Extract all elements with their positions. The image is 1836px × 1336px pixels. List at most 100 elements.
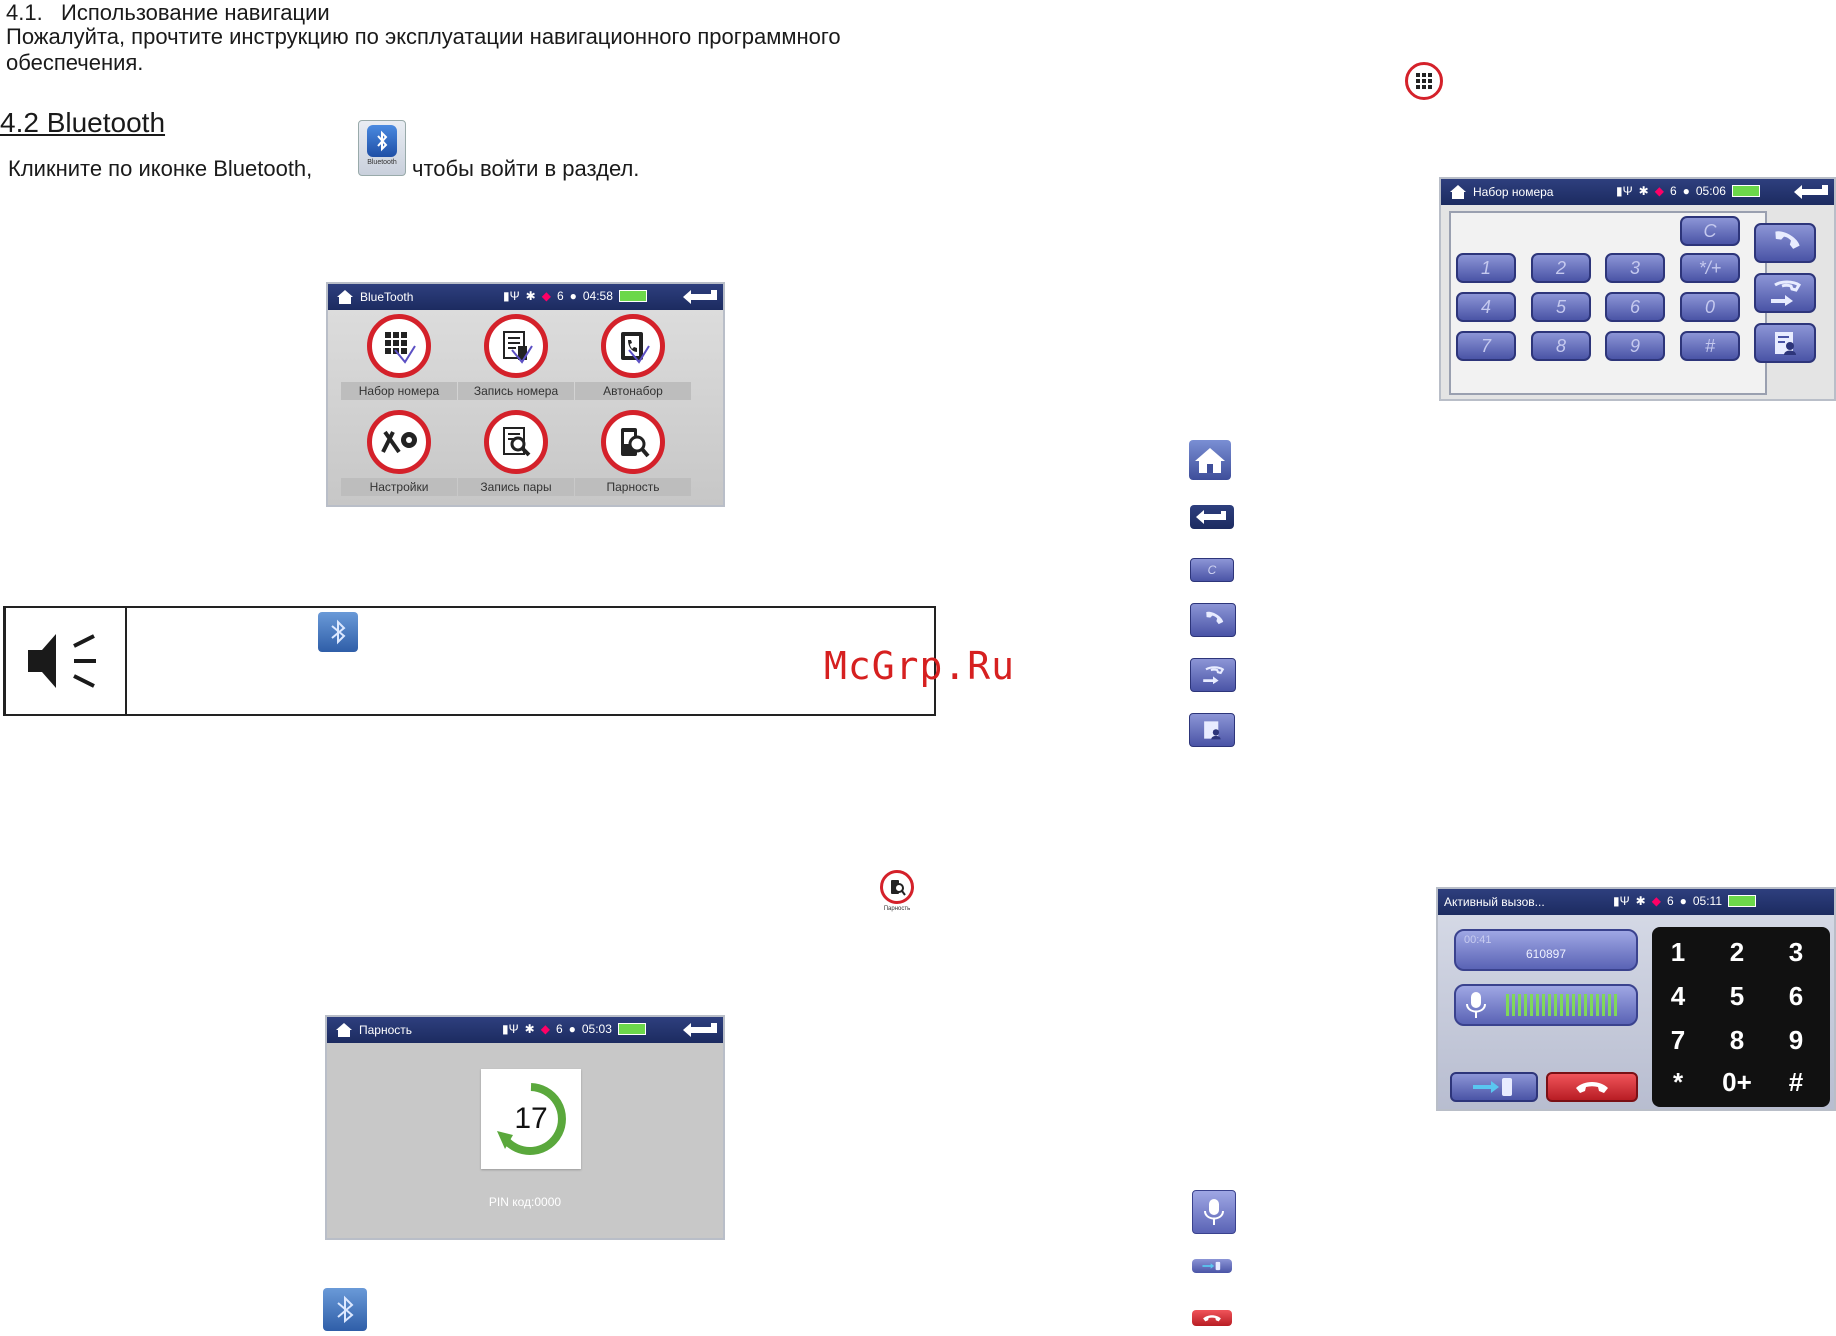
call-icon bbox=[1775, 231, 1800, 249]
dial-screen: Набор номера ▮Ψ ✱ ◆ 6 ● 05:06 C 1 2 3 */… bbox=[1439, 177, 1836, 401]
home-icon[interactable] bbox=[336, 289, 354, 305]
key-label: 6 bbox=[1788, 980, 1804, 1011]
settings-icon bbox=[367, 410, 431, 474]
countdown-panel: 17 bbox=[481, 1069, 581, 1169]
pairing-small-caption: Парность bbox=[883, 906, 911, 912]
pin-code: PIN код:0000 bbox=[488, 1195, 562, 1209]
bluetooth-menu-screen: BlueTooth ▮Ψ ✱ ◆ 6 ● 04:58 Набор номера … bbox=[326, 282, 725, 507]
key-2[interactable]: 2 bbox=[1713, 931, 1761, 973]
clear-button[interactable]: C bbox=[1680, 216, 1740, 246]
key-star-plus[interactable]: */+ bbox=[1680, 253, 1740, 283]
hang-up-icon bbox=[1576, 1082, 1608, 1093]
transfer-to-phone-button[interactable] bbox=[1450, 1072, 1538, 1102]
home-icon[interactable] bbox=[335, 1022, 353, 1038]
menu-label: Автонабор bbox=[575, 382, 691, 400]
bluetooth-app-icon[interactable]: Bluetooth bbox=[358, 120, 406, 176]
back-arrow-icon[interactable] bbox=[681, 1019, 721, 1041]
key-label: 1 bbox=[1480, 257, 1491, 278]
menu-item-pairing[interactable]: Парность bbox=[575, 410, 691, 496]
signal-icon: ▮Ψ bbox=[502, 1022, 519, 1036]
screen-title: Парность bbox=[359, 1023, 413, 1037]
menu-label: Запись пары bbox=[458, 478, 574, 496]
key-star[interactable]: * bbox=[1654, 1061, 1702, 1103]
microphone-icon bbox=[1192, 1190, 1236, 1234]
bt-instruction-after: чтобы войти в раздел. bbox=[412, 156, 640, 181]
bluetooth-status-icon: ✱ bbox=[1635, 894, 1646, 908]
key-hash[interactable]: # bbox=[1680, 331, 1740, 361]
phone-status-icon: ◆ bbox=[1651, 894, 1661, 908]
key-7[interactable]: 7 bbox=[1654, 1019, 1702, 1061]
menu-item-autodial[interactable]: Автонабор bbox=[575, 314, 691, 400]
call-number: 610897 bbox=[1525, 947, 1567, 961]
microphone-volume-control[interactable] bbox=[1454, 984, 1638, 1026]
key-2[interactable]: 2 bbox=[1531, 253, 1591, 283]
dial-menu-icon[interactable] bbox=[1405, 62, 1443, 100]
clock-icon: ● bbox=[569, 289, 577, 303]
signal-icon: ▮Ψ bbox=[1613, 894, 1630, 908]
bluetooth-status-icon: ✱ bbox=[525, 289, 536, 303]
speaker-icon bbox=[28, 634, 96, 688]
screen-titlebar: BlueTooth ▮Ψ ✱ ◆ 6 ● 04:58 bbox=[328, 284, 723, 310]
clock-icon: ● bbox=[1682, 184, 1690, 198]
section-4-1-body-line1: Пожалуйта, прочтите инструкцию по эксплу… bbox=[6, 24, 841, 49]
key-label: */+ bbox=[1698, 257, 1722, 278]
clear-icon: C bbox=[1190, 558, 1234, 582]
key-4[interactable]: 4 bbox=[1456, 292, 1516, 322]
key-9[interactable]: 9 bbox=[1772, 1019, 1820, 1061]
menu-item-phonebook[interactable]: Запись номера bbox=[458, 314, 574, 400]
key-8[interactable]: 8 bbox=[1713, 1019, 1761, 1061]
key-3[interactable]: 3 bbox=[1605, 253, 1665, 283]
call-button[interactable] bbox=[1754, 223, 1816, 263]
key-1[interactable]: 1 bbox=[1456, 253, 1516, 283]
refresh-arrow-icon bbox=[497, 1083, 566, 1155]
clock-time: 04:58 bbox=[582, 289, 613, 303]
key-4[interactable]: 4 bbox=[1654, 975, 1702, 1017]
contacts-icon bbox=[1189, 713, 1235, 747]
home-icon[interactable] bbox=[1449, 184, 1467, 200]
key-0[interactable]: 0 bbox=[1680, 292, 1740, 322]
screen-titlebar: Парность ▮Ψ ✱ ◆ 6 ● 05:03 bbox=[327, 1017, 723, 1043]
redial-button[interactable] bbox=[1754, 273, 1816, 313]
note-icon-cell bbox=[6, 608, 127, 714]
key-5[interactable]: 5 bbox=[1531, 292, 1591, 322]
key-1[interactable]: 1 bbox=[1654, 931, 1702, 973]
key-0-plus[interactable]: 0+ bbox=[1713, 1061, 1761, 1103]
menu-item-dial[interactable]: Набор номера bbox=[341, 314, 457, 400]
key-5[interactable]: 5 bbox=[1713, 975, 1761, 1017]
status-bar: ▮Ψ ✱ ◆ 6 ● 05:11 bbox=[1613, 894, 1757, 908]
key-6[interactable]: 6 bbox=[1772, 975, 1820, 1017]
transfer-to-phone-icon bbox=[1192, 1259, 1232, 1273]
microphone-icon bbox=[1466, 992, 1486, 1018]
status-bar: ▮Ψ ✱ ◆ 6 ● 04:58 bbox=[503, 289, 647, 303]
section-number: 4.1. bbox=[6, 0, 43, 25]
key-3[interactable]: 3 bbox=[1772, 931, 1820, 973]
key-8[interactable]: 8 bbox=[1531, 331, 1591, 361]
key-label: 4 bbox=[1480, 296, 1491, 317]
key-hash[interactable]: # bbox=[1772, 1061, 1820, 1103]
signal-value: 6 bbox=[1666, 894, 1674, 908]
back-arrow-icon[interactable] bbox=[1792, 181, 1832, 203]
key-label: 1 bbox=[1670, 936, 1686, 967]
key-label: 9 bbox=[1788, 1024, 1804, 1055]
bluetooth-status-icon: ✱ bbox=[524, 1022, 535, 1036]
menu-item-pair-record[interactable]: Запись пары bbox=[458, 410, 574, 496]
key-label: 0+ bbox=[1722, 1066, 1752, 1097]
contacts-button[interactable] bbox=[1754, 323, 1816, 363]
clock-time: 05:03 bbox=[581, 1022, 612, 1036]
phonebook-icon bbox=[484, 314, 548, 378]
section-4-1-body-line2: обеспечения. bbox=[6, 50, 144, 75]
key-label: 6 bbox=[1629, 296, 1640, 317]
key-6[interactable]: 6 bbox=[1605, 292, 1665, 322]
key-label: 9 bbox=[1629, 335, 1640, 356]
pairing-small-icon[interactable]: Парность bbox=[878, 870, 916, 918]
key-label: # bbox=[1788, 1066, 1804, 1097]
bt-instruction-before: Кликните по иконке Bluetooth, bbox=[8, 156, 313, 181]
redial-icon bbox=[1190, 658, 1236, 692]
key-label: 0 bbox=[1704, 296, 1715, 317]
signal-value: 6 bbox=[1669, 184, 1677, 198]
key-7[interactable]: 7 bbox=[1456, 331, 1516, 361]
back-arrow-icon[interactable] bbox=[681, 286, 721, 308]
hang-up-button[interactable] bbox=[1546, 1072, 1638, 1102]
menu-item-settings[interactable]: Настройки bbox=[341, 410, 457, 496]
key-9[interactable]: 9 bbox=[1605, 331, 1665, 361]
